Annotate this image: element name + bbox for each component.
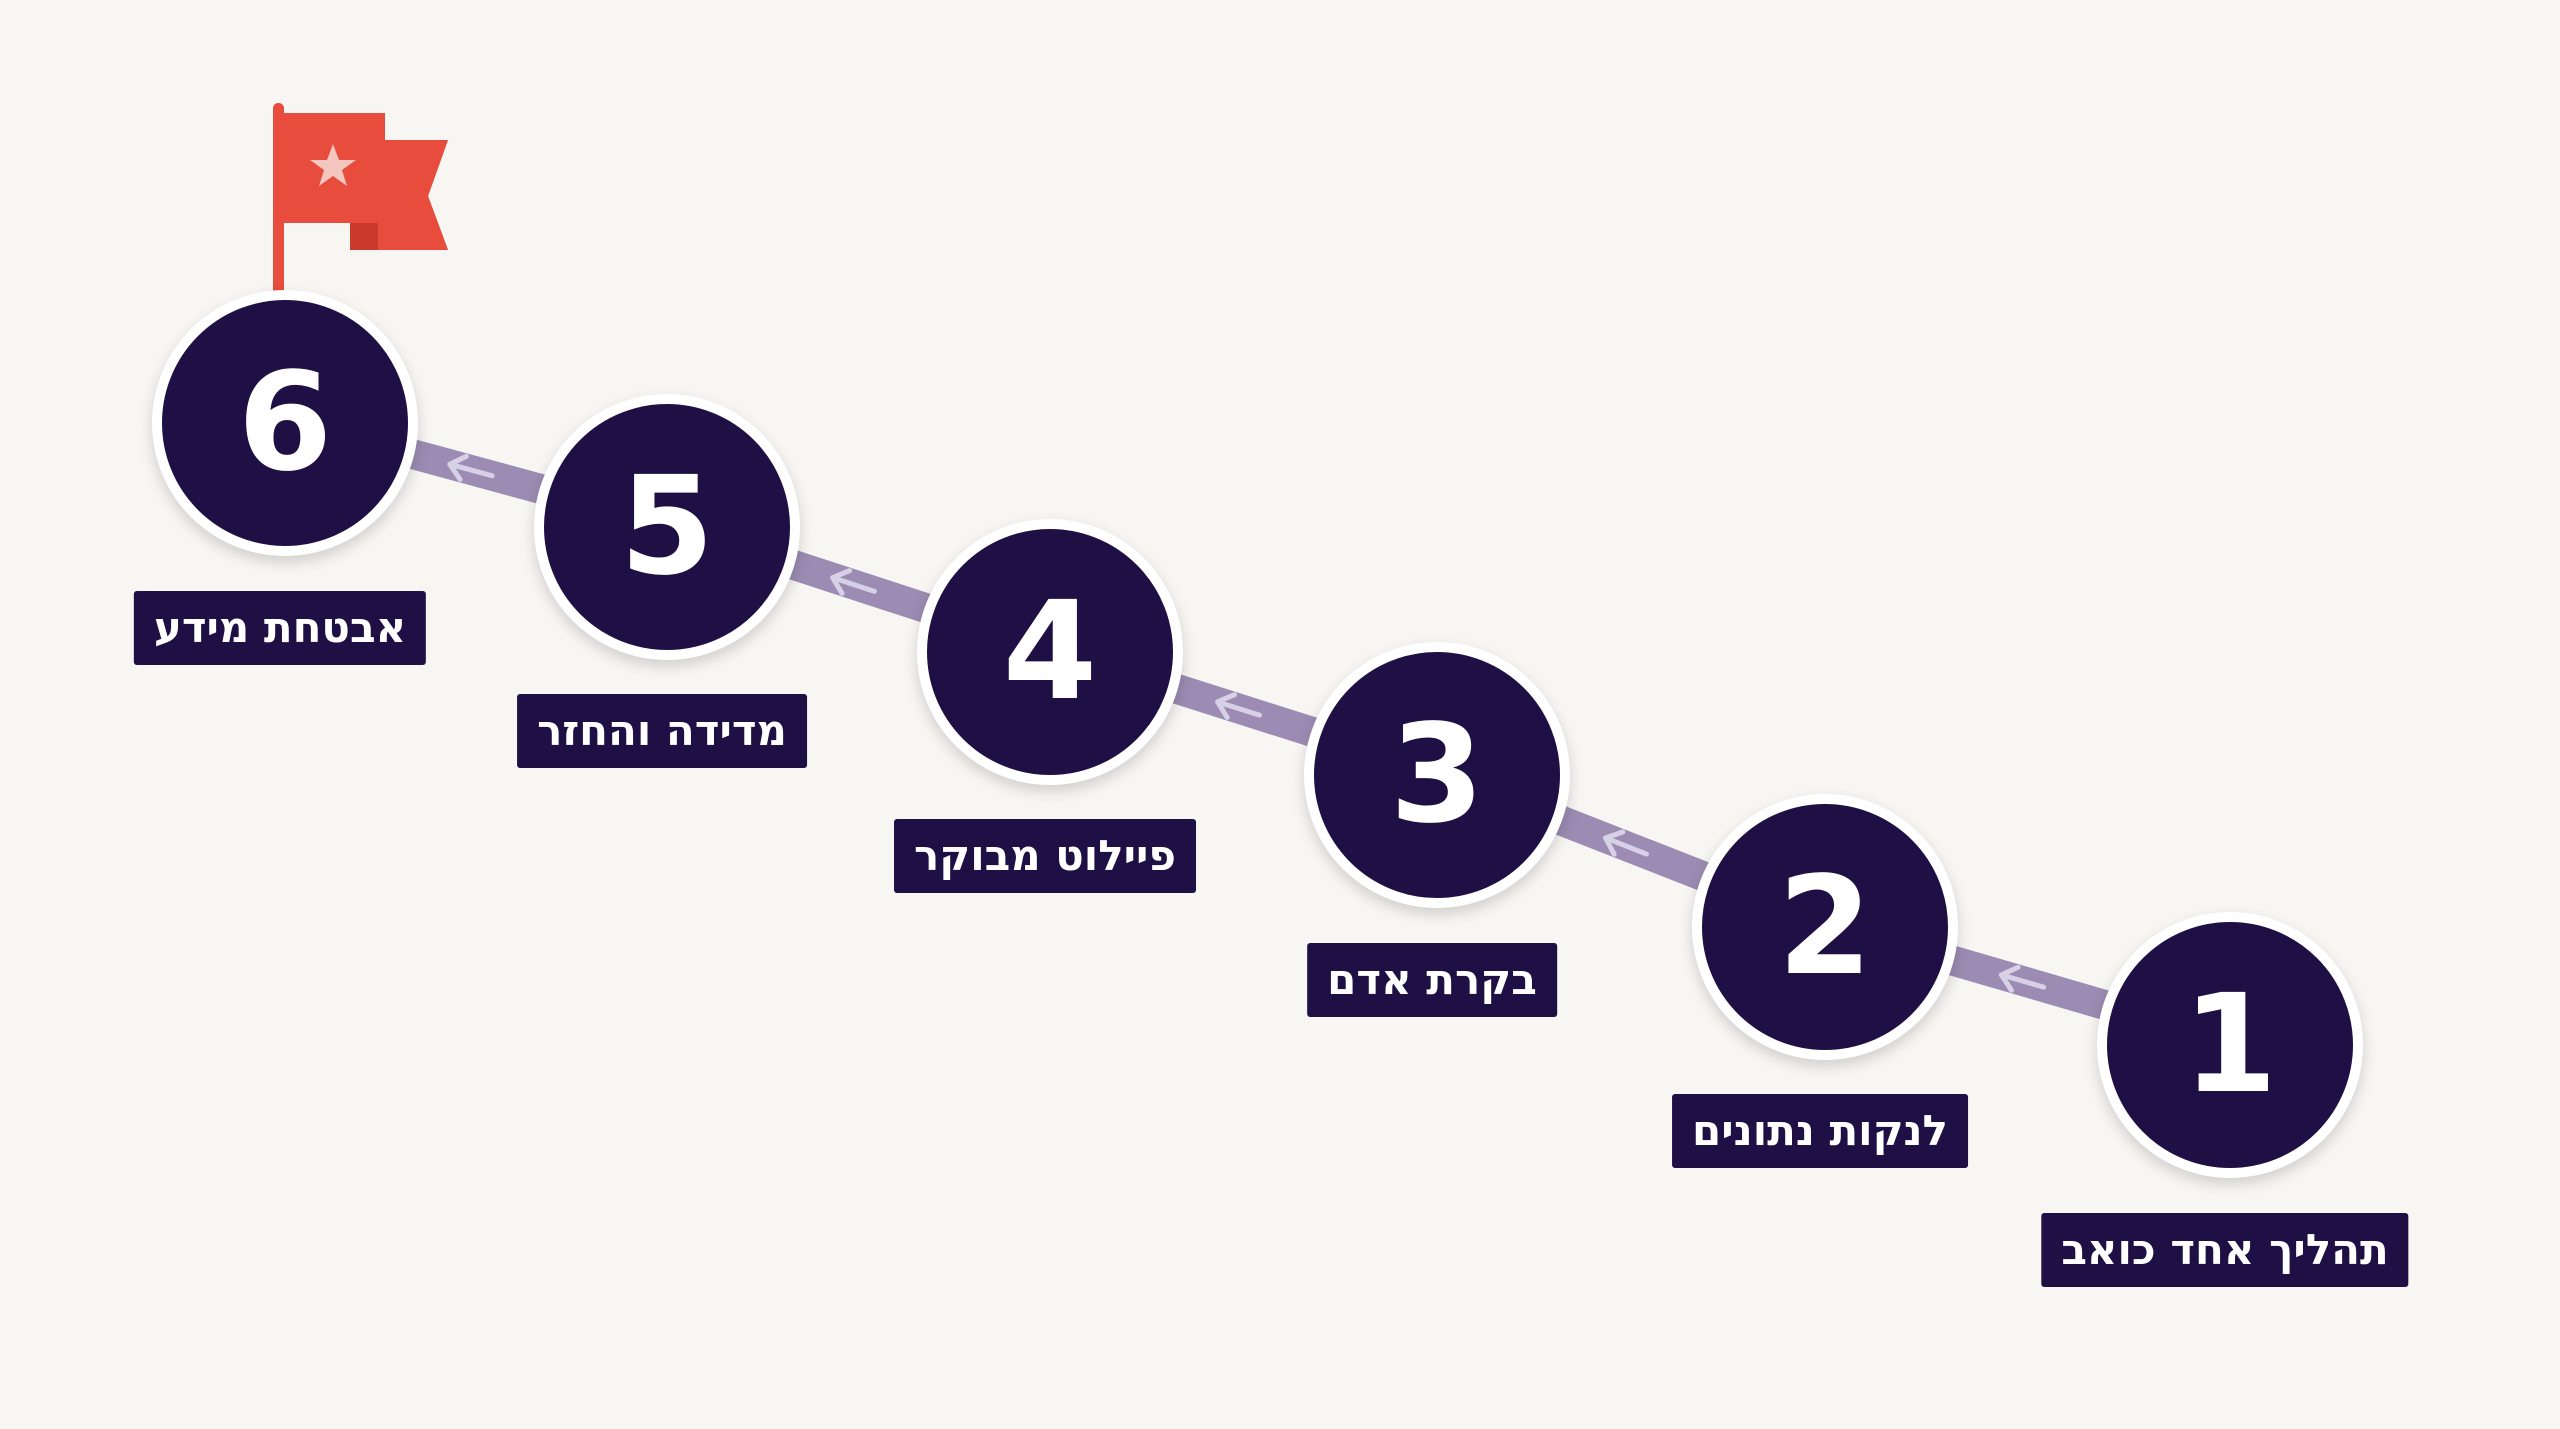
step-4-circle: 4: [917, 519, 1183, 785]
step-2-number: 2: [1777, 848, 1873, 1006]
arrow-icon: [1215, 692, 1262, 721]
step-5-label: מדידה והחזר: [517, 694, 807, 768]
arrow-icon: [1998, 964, 2047, 993]
step-6-number: 6: [237, 344, 333, 502]
step-3-label: בקרת אדם: [1307, 943, 1557, 1017]
step-5-number: 5: [619, 448, 715, 606]
step-4-label: פיילוט מבוקר: [894, 819, 1196, 893]
step-6-label: אבטחת מידע: [133, 591, 427, 665]
step-2-label: לנקות נתונים: [1672, 1094, 1968, 1168]
step-6-circle: 6: [152, 290, 418, 556]
step-4-number: 4: [1002, 573, 1098, 731]
step-5-circle: 5: [534, 394, 800, 660]
step-1-number: 1: [2182, 966, 2278, 1124]
arrow-icon: [447, 453, 495, 482]
step-3-circle: 3: [1304, 642, 1570, 908]
arrow-icon: [830, 568, 877, 596]
step-3-number: 3: [1389, 696, 1485, 854]
step-1-label: תהליך אחד כואב: [2041, 1213, 2409, 1287]
finish-flag-icon: [273, 103, 448, 328]
arrow-icon: [1603, 829, 1649, 857]
step-1-circle: 1: [2097, 912, 2363, 1178]
step-2-circle: 2: [1692, 794, 1958, 1060]
